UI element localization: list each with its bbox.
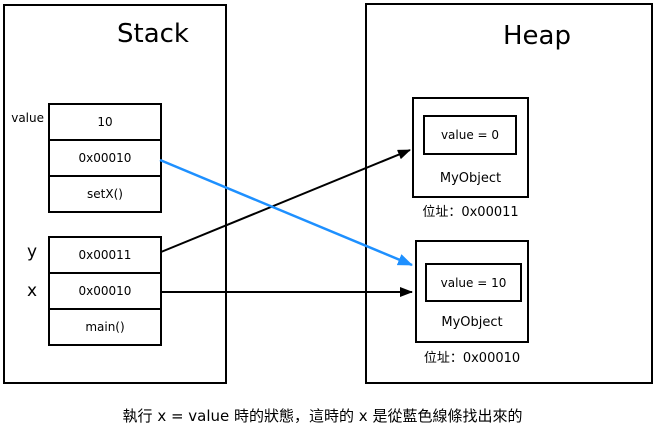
heap-object-type: MyObject xyxy=(441,315,503,330)
stack-cell-label-x: x xyxy=(26,281,38,301)
stack-frame-setx: 10 0x00010 setX() xyxy=(48,103,162,213)
stack-cell-value: 10 xyxy=(48,103,162,141)
diagram-caption: 執行 x = value 時的狀態，這時的 x 是從藍色線條找出來的 xyxy=(122,407,523,425)
heap-title: Heap xyxy=(503,21,571,51)
heap-object-address-0x00010: 位址：0x00010 xyxy=(423,351,521,366)
stack-cell-this-address: 0x00010 xyxy=(48,139,162,177)
heap-object-type: MyObject xyxy=(439,171,502,186)
stack-cell-x-address: 0x00010 xyxy=(48,272,162,310)
stack-cell-label-value: value xyxy=(11,111,44,125)
heap-object-field-value10: value = 10 xyxy=(425,263,522,302)
stack-frame-main: 0x00011 0x00010 main() xyxy=(48,236,162,346)
heap-object-0x00011: value = 0 MyObject xyxy=(412,97,529,198)
stack-cell-y-address: 0x00011 xyxy=(48,236,162,274)
heap-object-0x00010: value = 10 MyObject xyxy=(415,240,529,343)
stack-cell-label-y: y xyxy=(26,242,38,262)
heap-object-address-0x00011: 位址：0x00011 xyxy=(422,205,519,220)
stack-cell-main-method: main() xyxy=(48,308,162,346)
stack-title: Stack xyxy=(117,19,189,49)
heap-object-field-value0: value = 0 xyxy=(423,115,517,155)
stack-cell-setx-method: setX() xyxy=(48,175,162,213)
